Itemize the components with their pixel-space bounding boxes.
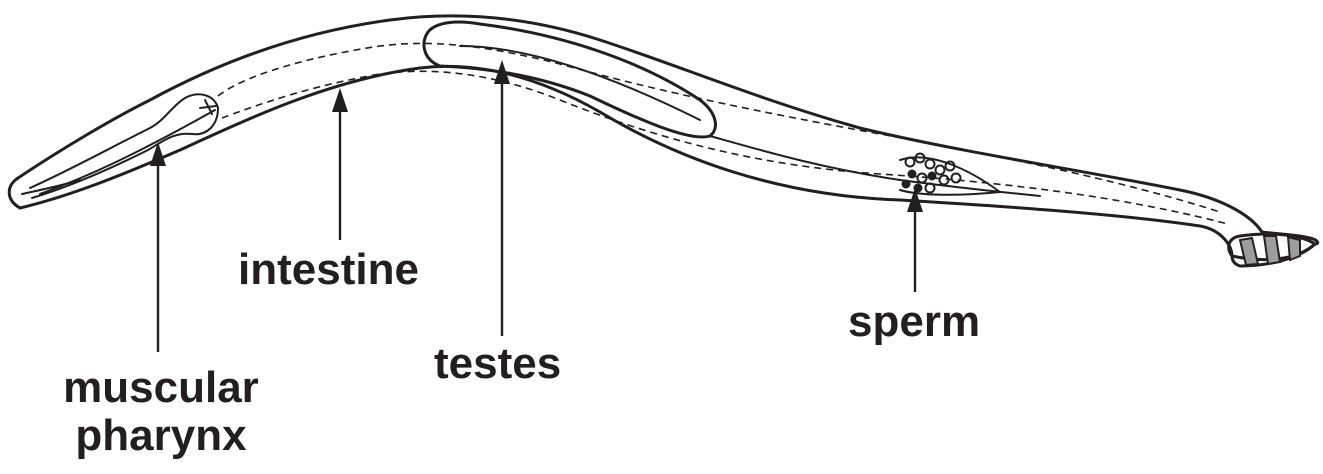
bursa-ray [1240, 238, 1258, 265]
label-muscular-pharynx: muscular pharynx [42, 364, 280, 460]
pointer-arrows [150, 60, 923, 352]
sperm-cell [908, 170, 917, 179]
pharynx-arrowhead [150, 142, 166, 166]
sperm-cell [936, 166, 945, 175]
intestine [218, 43, 1228, 224]
pharynx-lumen [40, 110, 215, 194]
sperm-cell [926, 160, 935, 169]
worm-ventral-edge [20, 66, 1315, 259]
label-testes: testes [434, 340, 561, 388]
label-muscular-pharynx-line1: muscular [42, 364, 280, 412]
tail-bursa [1229, 234, 1315, 266]
sperm-cell [928, 172, 937, 181]
worm-head-tip [9, 178, 20, 208]
vas-deferens [710, 136, 1040, 196]
bursa-ray [1288, 237, 1300, 260]
intestine-lower [222, 71, 1228, 224]
sperm-cell [940, 176, 949, 185]
intestine-upper [218, 43, 1220, 212]
intestine-arrowhead [332, 88, 348, 112]
sperm-cell [902, 180, 911, 189]
bursa-ray [1264, 236, 1280, 264]
label-intestine: intestine [238, 246, 419, 294]
sperm-cell [952, 174, 961, 183]
worm-body [9, 16, 1317, 260]
testes-tube [424, 22, 715, 137]
label-muscular-pharynx-line2: pharynx [42, 412, 280, 460]
label-sperm: sperm [848, 298, 980, 346]
